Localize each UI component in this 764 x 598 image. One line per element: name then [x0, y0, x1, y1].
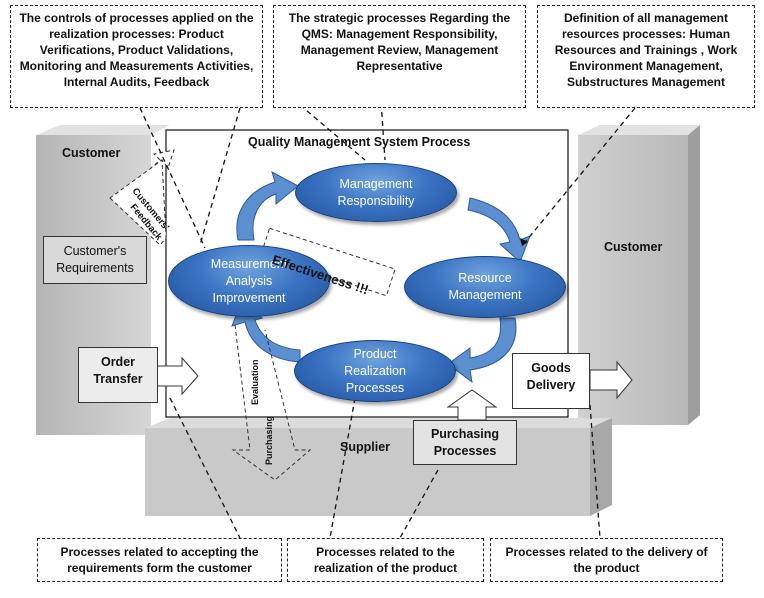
node-line: Realization [344, 363, 406, 378]
node-line: Management [339, 176, 413, 191]
purchasing-label: Purchasing [264, 415, 274, 465]
node-line: Analysis [225, 273, 273, 288]
measurement-node: Measurement Analysis Improvement [168, 245, 330, 317]
product-realization-node: Product Realization Processes [294, 340, 456, 402]
node-line: Resource [458, 271, 512, 285]
delivery-box: Processes related to the delivery of the… [490, 538, 723, 582]
management-responsibility-node: Management Responsibility [295, 163, 457, 222]
realization-box: Processes related to the realization of … [287, 538, 484, 582]
purchasing-processes-box: Purchasing Processes [413, 420, 517, 465]
strategic-box: The strategic processes Regarding the QM… [273, 5, 526, 108]
supplier-label: Supplier [340, 440, 391, 454]
node-line: Processes [345, 380, 405, 395]
node-line: Improvement [212, 290, 286, 305]
order-transfer-box: Order Transfer [78, 347, 158, 403]
accepting-box: Processes related to accepting the requi… [37, 538, 282, 582]
left-customer-label: Customer [62, 146, 121, 160]
qms-title: Quality Management System Process [248, 135, 471, 149]
evaluation-label: Evaluation [250, 359, 260, 405]
node-line: Measurement [210, 256, 288, 271]
node-line: Responsibility [337, 193, 415, 208]
resources-box: Definition of all management resources p… [537, 5, 755, 108]
resource-management-node: Resource Management [404, 256, 566, 318]
controls-box: The controls of processes applied on the… [10, 5, 263, 108]
node-line: Management [448, 288, 522, 302]
right-customer-label: Customer [604, 240, 663, 254]
customer-requirements-box: Customer's Requirements [43, 236, 147, 284]
node-line: Product [353, 346, 397, 361]
goods-delivery-box: Goods Delivery [512, 353, 590, 409]
